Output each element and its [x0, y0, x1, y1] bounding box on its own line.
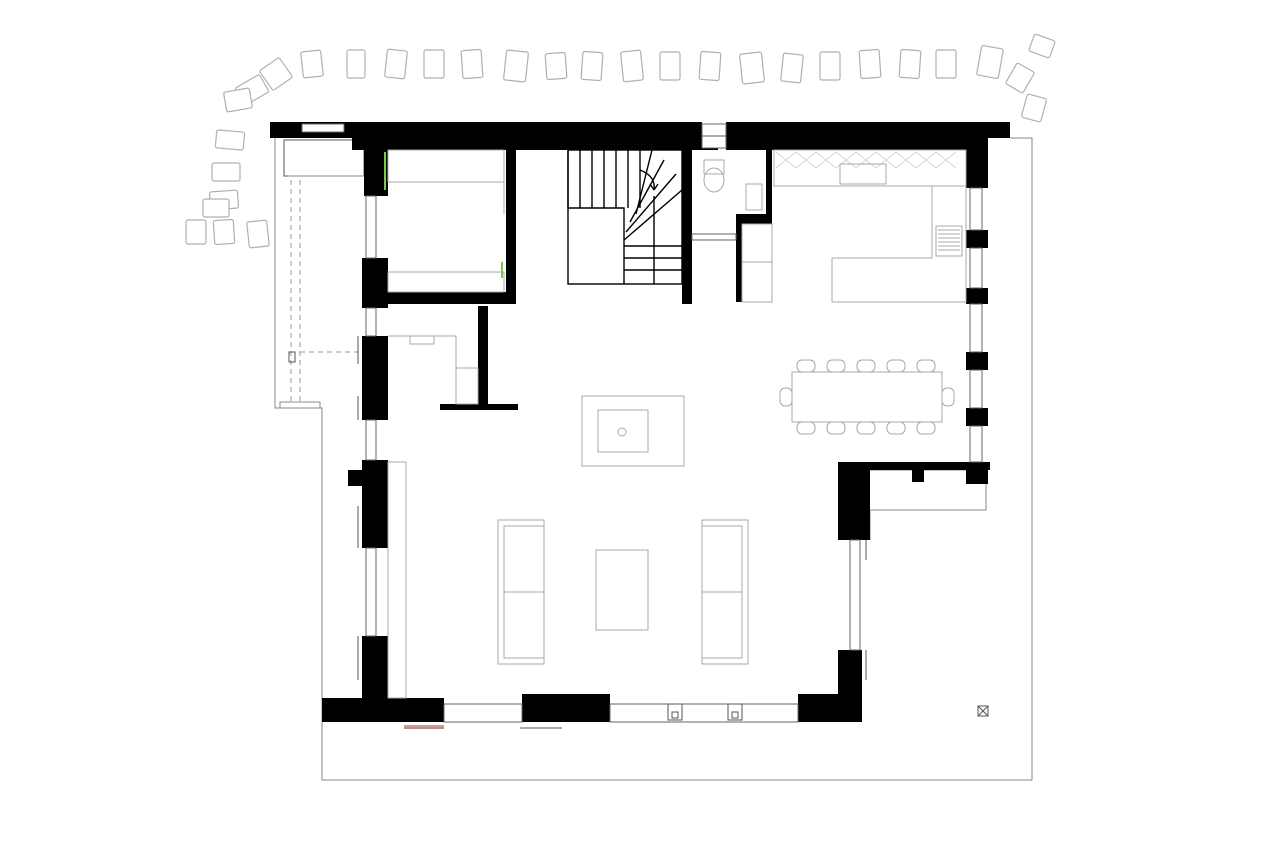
stepping-stone — [580, 50, 604, 82]
counter-hatch — [935, 151, 957, 169]
dining-chair — [916, 359, 936, 373]
stepping-stone — [898, 48, 922, 80]
counter-hatch — [775, 151, 797, 169]
stepping-stone — [211, 162, 241, 182]
stepping-stone — [212, 218, 236, 246]
dining-chair — [856, 421, 876, 435]
bedroom — [387, 149, 505, 293]
dining-chair — [886, 359, 906, 373]
counter-hatch — [915, 151, 937, 169]
stepping-stone — [780, 52, 804, 84]
dining-chair — [796, 421, 816, 435]
stair-tread — [635, 149, 653, 215]
study-desk — [388, 335, 479, 405]
kitchen — [773, 149, 967, 303]
stepping-stone — [858, 48, 882, 80]
stair-tread — [623, 189, 683, 241]
stepping-stone — [1028, 33, 1056, 59]
stepping-stone — [185, 219, 207, 245]
staircase — [567, 149, 683, 285]
stepping-stone — [423, 49, 445, 79]
stepping-stone — [698, 50, 722, 82]
stepping-stone — [202, 198, 230, 218]
windows — [357, 187, 983, 729]
stepping-stone — [739, 51, 765, 85]
living-room — [387, 395, 749, 721]
counter-hatch — [895, 151, 917, 169]
stepping-stone — [1005, 62, 1035, 94]
stepping-stone — [819, 51, 841, 81]
stair-tread — [625, 173, 677, 233]
counter-hatch — [875, 151, 897, 169]
wc — [703, 159, 773, 303]
stepping-stone — [544, 51, 568, 81]
stepping-stone — [384, 48, 408, 80]
interior-walls — [362, 150, 772, 410]
entry-ramp — [279, 139, 365, 409]
terrace-drain-icon — [977, 705, 989, 717]
counter-hatch — [855, 151, 877, 169]
stepping-stone — [935, 49, 957, 79]
dining-chair — [886, 421, 906, 435]
dining-table — [779, 359, 955, 435]
stepping-stone — [503, 49, 529, 83]
counter-hatch — [835, 151, 857, 169]
stair-direction-arrow — [639, 169, 659, 191]
counter-hatch — [815, 151, 837, 169]
stepping-stone — [300, 49, 324, 79]
dining-chair — [826, 359, 846, 373]
accent-marks — [384, 152, 503, 278]
stepping-stone — [259, 57, 293, 91]
stepping-stone — [976, 45, 1004, 79]
dining-chair — [779, 387, 793, 407]
stepping-stone — [223, 87, 253, 113]
stepping-stone — [659, 51, 681, 81]
dining-chair — [826, 421, 846, 435]
stepping-stone-path — [185, 33, 1056, 249]
stair-tread — [629, 159, 665, 223]
dining-chair — [916, 421, 936, 435]
stepping-stone — [246, 219, 270, 249]
stepping-stone — [460, 48, 484, 80]
stepping-stone — [620, 49, 644, 83]
dining-chair — [941, 387, 955, 407]
dining-chair — [856, 359, 876, 373]
stepping-stone — [346, 49, 366, 79]
stepping-stone — [1021, 93, 1047, 123]
stepping-stone — [214, 129, 246, 151]
counter-hatch — [795, 151, 817, 169]
dining-chair — [796, 359, 816, 373]
